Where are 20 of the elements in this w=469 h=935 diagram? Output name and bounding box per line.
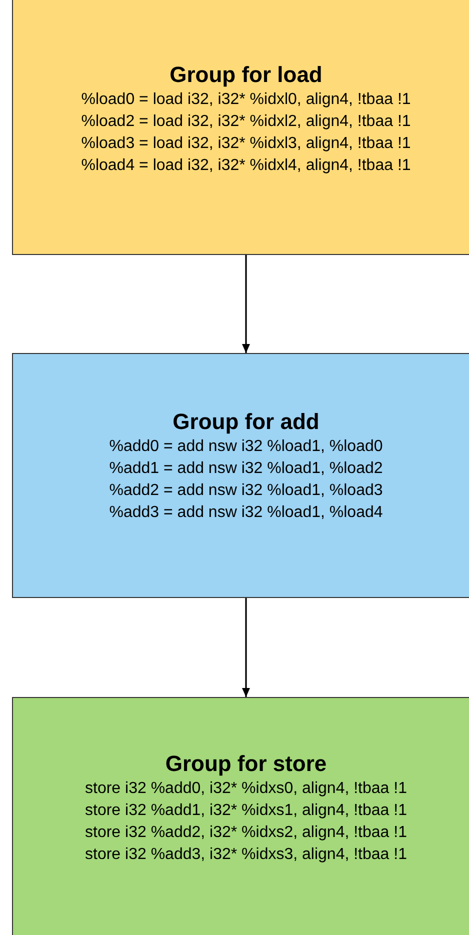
- group-title: Group for add: [172, 408, 320, 436]
- instruction-text: store i32 %add3, i32* %idxs3, align4, !tbaa !1: [85, 845, 407, 865]
- instruction-text: %add3 = add nsw i32 %load1, %load4: [109, 503, 383, 523]
- instruction-text: %load3 = load i32, i32* %idxl3, align4, !tbaa !1: [81, 134, 411, 154]
- instruction-text: %add0 = add nsw i32 %load1, %load0: [109, 437, 383, 457]
- arrow: [242, 598, 250, 697]
- instruction-text: %load4 = load i32, i32* %idxl4, align4, !tbaa !1: [81, 156, 411, 176]
- group-box: [12, 353, 469, 598]
- arrow: [242, 255, 250, 353]
- instruction-text: store i32 %add2, i32* %idxs2, align4, !tbaa !1: [85, 823, 407, 843]
- instruction-text: %load2 = load i32, i32* %idxl2, align4, !tbaa !1: [81, 112, 411, 132]
- group-title: Group for store: [165, 750, 327, 778]
- group-box: [12, 0, 469, 255]
- instruction-text: %add1 = add nsw i32 %load1, %load2: [109, 459, 383, 479]
- instruction-text: %add2 = add nsw i32 %load1, %load3: [109, 481, 383, 501]
- group-title: Group for load: [170, 61, 322, 89]
- instruction-text: store i32 %add0, i32* %idxs0, align4, !tbaa !1: [85, 779, 407, 799]
- instruction-text: store i32 %add1, i32* %idxs1, align4, !tbaa !1: [85, 801, 407, 821]
- group-box: [12, 697, 469, 935]
- instruction-text: %load0 = load i32, i32* %idxl0, align4, !tbaa !1: [81, 90, 411, 110]
